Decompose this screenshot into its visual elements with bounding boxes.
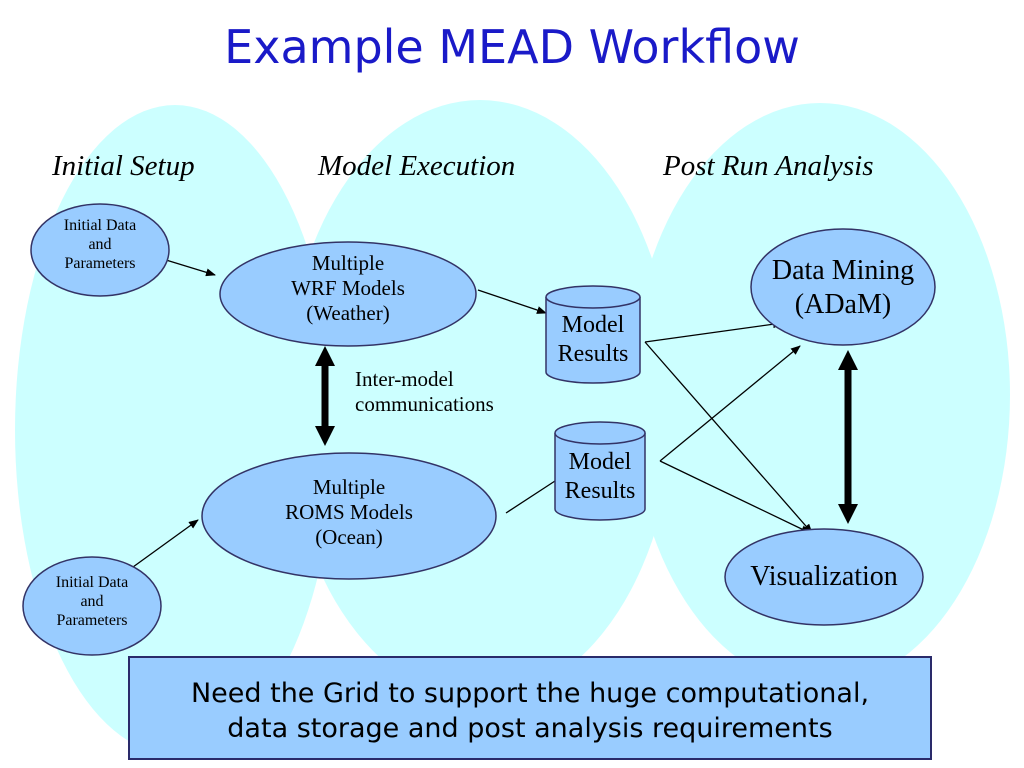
phase-post-run-analysis: Post Run Analysis xyxy=(663,150,874,182)
analysis-lobe xyxy=(630,103,1010,687)
model-results-top-cylinder xyxy=(545,285,641,384)
model-results-bottom-cylinder xyxy=(554,421,646,521)
arrow-results2-to-adam xyxy=(659,345,801,462)
wrf-node xyxy=(219,241,477,347)
line-roms-to-results xyxy=(505,480,556,514)
arrow-results1-to-viz xyxy=(644,341,813,534)
viz-label: Visualization xyxy=(750,561,898,592)
adam-node xyxy=(750,228,936,346)
arrow-results1-to-adam xyxy=(644,320,783,343)
roms-node xyxy=(201,452,497,580)
adam-label: Data Mining(ADaM) xyxy=(771,255,915,320)
double-arrow-adam-viz xyxy=(838,350,858,524)
init-data-top-node xyxy=(30,203,170,297)
page-title: Example MEAD Workflow xyxy=(224,20,800,74)
phase-initial-setup: Initial Setup xyxy=(52,150,195,182)
phase-model-execution: Model Execution xyxy=(318,150,516,182)
viz-node xyxy=(724,528,924,626)
init-data-bottom-node xyxy=(22,556,162,656)
arrow-init-to-roms xyxy=(132,519,199,568)
double-arrow-wrf-roms xyxy=(315,346,335,446)
grid-requirements-note: Need the Grid to support the huge comput… xyxy=(128,656,932,760)
arrow-wrf-to-results xyxy=(477,289,547,314)
arrow-init-to-wrf xyxy=(165,259,216,277)
arrow-results2-to-viz xyxy=(659,460,811,534)
